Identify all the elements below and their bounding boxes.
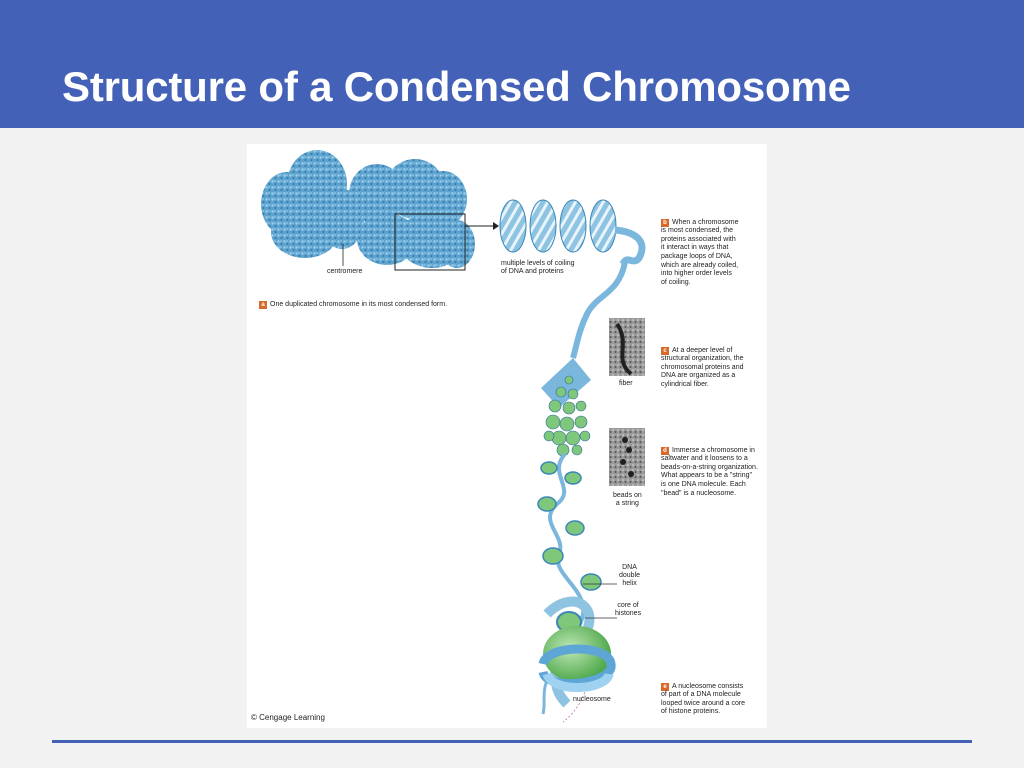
caption-c-badge: c bbox=[661, 346, 669, 355]
fiber-cone bbox=[541, 358, 591, 457]
caption-d-badge: d bbox=[661, 446, 669, 455]
label-centromere: centromere bbox=[327, 268, 363, 275]
label-core-histones: core of histones bbox=[615, 602, 642, 617]
label-fiber: fiber bbox=[619, 380, 633, 387]
credit-line: © Cengage Learning bbox=[251, 713, 325, 722]
label-coiling: multiple levels of coiling of DNA and pr… bbox=[501, 260, 575, 275]
figure-illustration bbox=[261, 150, 646, 723]
caption-a-text: One duplicated chromosome in its most co… bbox=[270, 300, 448, 308]
caption-b-badge: b bbox=[661, 218, 669, 227]
title-bar bbox=[0, 0, 1024, 128]
caption-e-text: A nucleosome consists of part of a DNA m… bbox=[661, 682, 746, 716]
caption-a-badge: a bbox=[259, 300, 267, 309]
leader-lines bbox=[583, 583, 617, 619]
supercoil bbox=[499, 199, 646, 359]
fiber-micrograph bbox=[609, 318, 645, 376]
nucleosome-illustration bbox=[538, 596, 616, 708]
chromosome-figure: centromere multiple levels of coiling of… bbox=[247, 144, 767, 728]
footer-rule bbox=[52, 740, 972, 743]
fiber-strand bbox=[615, 322, 633, 376]
caption-e-badge: e bbox=[661, 682, 669, 691]
label-nucleosome: nucleosome bbox=[573, 696, 611, 703]
label-beads: beads on a string bbox=[613, 492, 642, 507]
caption-c-text: At a deeper level of structural organiza… bbox=[661, 346, 744, 388]
beads-micrograph bbox=[609, 428, 645, 486]
caption-d-text: Immerse a chromosome in saltwater and it… bbox=[661, 446, 758, 497]
slide-title: Structure of a Condensed Chromosome bbox=[62, 63, 851, 110]
beads-micrograph-dots bbox=[620, 437, 634, 477]
condensed-chromosome bbox=[261, 150, 499, 271]
label-dna-helix: DNA double helix bbox=[619, 564, 641, 587]
caption-b-text: When a chromosome is most condensed, the… bbox=[661, 218, 739, 286]
